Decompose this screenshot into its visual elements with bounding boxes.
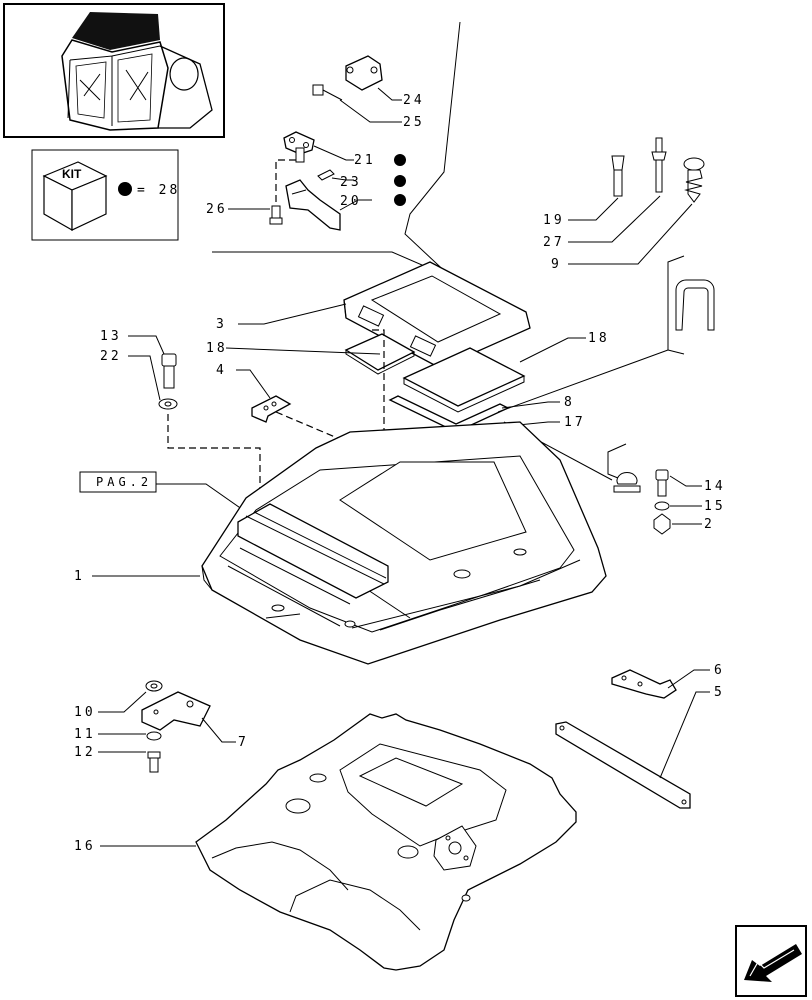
callout-4: 4 bbox=[216, 363, 227, 378]
callout-24: 24 bbox=[403, 93, 425, 108]
callout-13: 13 bbox=[100, 329, 122, 344]
part-15 bbox=[654, 501, 670, 511]
part-23 bbox=[317, 169, 335, 181]
part-12 bbox=[147, 751, 161, 773]
part-6 bbox=[611, 669, 677, 699]
callout-3: 3 bbox=[216, 317, 227, 332]
callout-8: 8 bbox=[564, 395, 575, 410]
part-19 bbox=[611, 155, 625, 197]
callout-7: 7 bbox=[238, 735, 249, 750]
callout-20: 20 bbox=[340, 194, 362, 209]
part-5 bbox=[555, 721, 691, 809]
part-1 bbox=[201, 421, 607, 665]
kit-marker-dot bbox=[118, 182, 132, 196]
u-clip-detail bbox=[675, 279, 715, 331]
part-13 bbox=[161, 353, 177, 389]
page-reference: PAG.2 bbox=[79, 471, 157, 493]
part-9 bbox=[683, 157, 705, 203]
callout-18a: 18 bbox=[206, 341, 228, 356]
callout-25: 25 bbox=[403, 115, 425, 130]
part-25 bbox=[312, 84, 343, 101]
part-4 bbox=[251, 395, 292, 423]
callout-1: 1 bbox=[74, 569, 85, 584]
callout-26: 26 bbox=[206, 202, 228, 217]
callout-10: 10 bbox=[74, 705, 96, 720]
callout-16: 16 bbox=[74, 839, 96, 854]
part-18b bbox=[402, 347, 526, 413]
clip-detail bbox=[613, 472, 641, 493]
kit-marker-23 bbox=[394, 175, 406, 187]
tractor-cab-thumbnail bbox=[3, 3, 225, 138]
part-26 bbox=[269, 205, 283, 225]
part-22 bbox=[158, 398, 178, 410]
callout-23: 23 bbox=[340, 175, 362, 190]
part-11 bbox=[146, 731, 162, 741]
part-16 bbox=[195, 713, 577, 971]
part-27 bbox=[651, 137, 667, 193]
kit-equals-text: = 28 bbox=[137, 183, 180, 198]
kit-box-icon: KIT bbox=[42, 161, 108, 232]
kit-marker-21 bbox=[394, 154, 406, 166]
part-10 bbox=[145, 680, 163, 692]
part-2 bbox=[653, 513, 671, 535]
page-reference-label: PAG.2 bbox=[96, 475, 152, 489]
navigation-arrow-icon[interactable] bbox=[735, 925, 807, 997]
callout-27: 27 bbox=[543, 235, 565, 250]
callout-5: 5 bbox=[714, 685, 725, 700]
callout-17: 17 bbox=[564, 415, 586, 430]
part-21 bbox=[283, 131, 315, 163]
callout-2: 2 bbox=[704, 517, 715, 532]
callout-6: 6 bbox=[714, 663, 725, 678]
callout-9: 9 bbox=[551, 257, 562, 272]
callout-22: 22 bbox=[100, 349, 122, 364]
callout-19: 19 bbox=[543, 213, 565, 228]
part-7 bbox=[141, 691, 211, 731]
callout-12: 12 bbox=[74, 745, 96, 760]
callout-15: 15 bbox=[704, 499, 726, 514]
kit-box: KIT = 28 bbox=[31, 149, 180, 241]
part-24 bbox=[345, 55, 383, 91]
callout-21: 21 bbox=[354, 153, 376, 168]
callout-14: 14 bbox=[704, 479, 726, 494]
kit-label: KIT bbox=[62, 167, 82, 181]
part-20 bbox=[285, 179, 341, 231]
kit-marker-20 bbox=[394, 194, 406, 206]
part-14 bbox=[655, 469, 669, 497]
roof-strip bbox=[237, 503, 389, 599]
callout-11: 11 bbox=[74, 727, 96, 742]
callout-18b: 18 bbox=[588, 331, 610, 346]
